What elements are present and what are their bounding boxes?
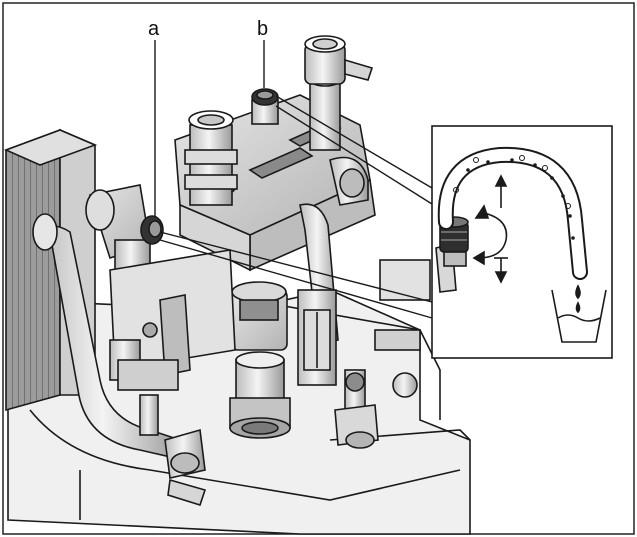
left-assembly <box>109 249 236 436</box>
bottom-left-fittings <box>164 428 207 506</box>
label-a: a <box>148 18 160 40</box>
central-pipe <box>297 203 339 386</box>
callout-lines <box>159 95 433 319</box>
leader-lines <box>154 40 265 218</box>
collection-cup-icon <box>551 284 607 343</box>
top-fittings <box>184 35 374 206</box>
drain-valve-b <box>251 88 279 125</box>
pump-unit <box>229 281 291 439</box>
right-lower-fittings <box>334 259 431 449</box>
label-b: b <box>257 18 268 40</box>
left-pipe <box>32 213 181 459</box>
rotate-open-arrow-icon <box>472 174 508 284</box>
detail-inset <box>431 125 613 359</box>
drain-hose-icon <box>437 146 588 280</box>
